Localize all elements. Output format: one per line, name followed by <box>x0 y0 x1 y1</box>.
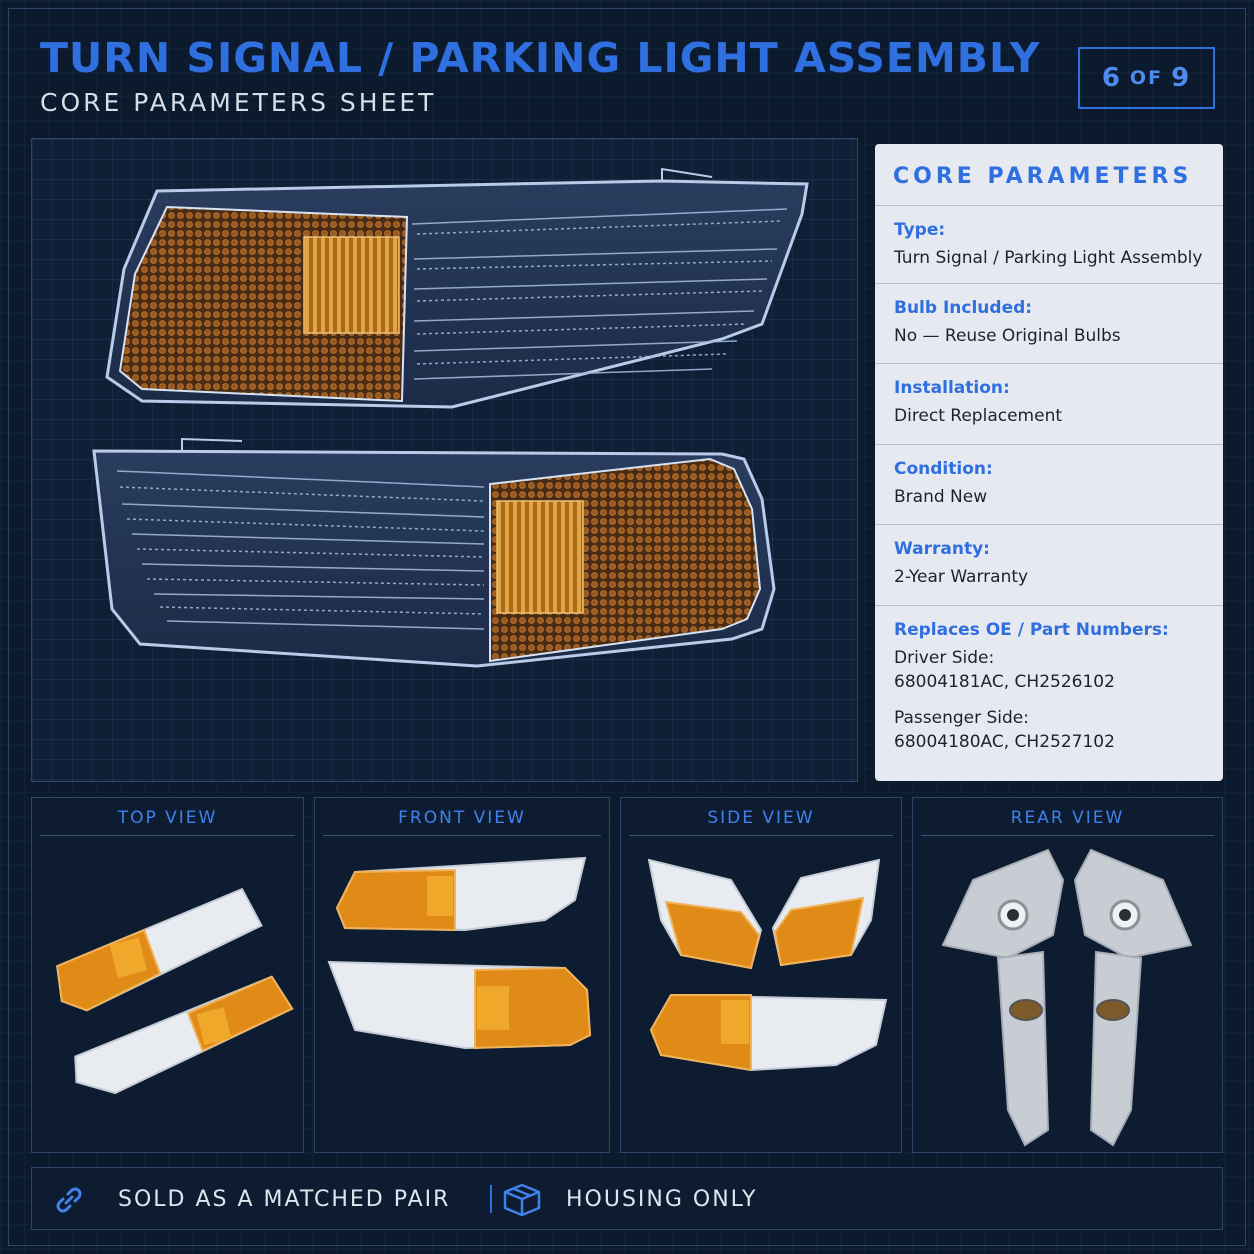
param-type-value: Turn Signal / Parking Light Assembly <box>894 248 1203 268</box>
param-driver-label: Driver Side: <box>894 648 995 668</box>
blueprint-lamps-drawing <box>92 167 809 668</box>
side-view-image <box>647 858 888 1072</box>
footer-housing-text: HOUSING ONLY <box>566 1187 758 1212</box>
side-view-title: SIDE VIEW <box>629 808 893 836</box>
param-oe-numbers: Replaces OE / Part Numbers: Driver Side:… <box>875 606 1223 754</box>
page-of: OF <box>1129 67 1164 89</box>
param-installation-label: Installation: <box>894 378 1010 398</box>
page-frame <box>8 8 1246 1246</box>
top-view-panel: TOP VIEW <box>31 797 304 1153</box>
param-type-label: Type: <box>894 220 946 240</box>
param-condition-value: Brand New <box>894 487 988 507</box>
upper-lamp <box>105 167 809 409</box>
top-view-title: TOP VIEW <box>40 808 295 836</box>
param-type: Type: Turn Signal / Parking Light Assemb… <box>875 206 1223 284</box>
footer-pair: SOLD AS A MATCHED PAIR <box>52 1168 450 1231</box>
core-parameters-panel: CORE PARAMETERS Type: Turn Signal / Park… <box>875 144 1223 781</box>
param-warranty-value: 2-Year Warranty <box>894 567 1029 587</box>
page-total: 9 <box>1171 63 1192 93</box>
page-indicator: 6 OF 9 <box>1078 47 1215 109</box>
param-warranty-label: Warranty: <box>894 539 990 559</box>
rear-view-image <box>941 848 1193 1147</box>
front-view-image <box>327 856 592 1050</box>
param-passenger-label: Passenger Side: <box>894 708 1029 728</box>
param-condition-label: Condition: <box>894 459 993 479</box>
page-title: TURN SIGNAL / PARKING LIGHT ASSEMBLY <box>40 34 1041 82</box>
front-view-panel: FRONT VIEW <box>314 797 610 1153</box>
rear-view-title: REAR VIEW <box>921 808 1214 836</box>
rear-view-panel: REAR VIEW <box>912 797 1223 1153</box>
link-icon <box>52 1183 86 1217</box>
footer-pair-text: SOLD AS A MATCHED PAIR <box>118 1187 451 1212</box>
param-driver-value: 68004181AC, CH2526102 <box>894 672 1115 692</box>
top-view-image <box>56 887 294 1095</box>
lower-lamp <box>92 437 776 668</box>
core-parameters-heading: CORE PARAMETERS <box>875 144 1223 206</box>
param-bulb-label: Bulb Included: <box>894 298 1033 318</box>
side-view-panel: SIDE VIEW <box>620 797 902 1153</box>
footer-housing: HOUSING ONLY <box>502 1168 757 1231</box>
front-view-title: FRONT VIEW <box>323 808 601 836</box>
box-icon <box>502 1182 542 1218</box>
param-warranty: Warranty: 2-Year Warranty <box>875 525 1223 606</box>
param-oe-label: Replaces OE / Part Numbers: <box>894 620 1169 640</box>
param-condition: Condition: Brand New <box>875 445 1223 525</box>
footer-divider <box>490 1185 492 1213</box>
param-bulb-value: No — Reuse Original Bulbs <box>894 326 1121 346</box>
param-installation: Installation: Direct Replacement <box>875 364 1223 445</box>
page-current: 6 <box>1101 63 1122 93</box>
param-bulb: Bulb Included: No — Reuse Original Bulbs <box>875 284 1223 364</box>
blueprint-illustration <box>31 138 858 782</box>
param-installation-value: Direct Replacement <box>894 406 1063 426</box>
footer-bar: SOLD AS A MATCHED PAIR HOUSING ONLY <box>31 1167 1223 1230</box>
page-subtitle: CORE PARAMETERS SHEET <box>40 88 437 117</box>
param-passenger-value: 68004180AC, CH2527102 <box>894 732 1115 752</box>
